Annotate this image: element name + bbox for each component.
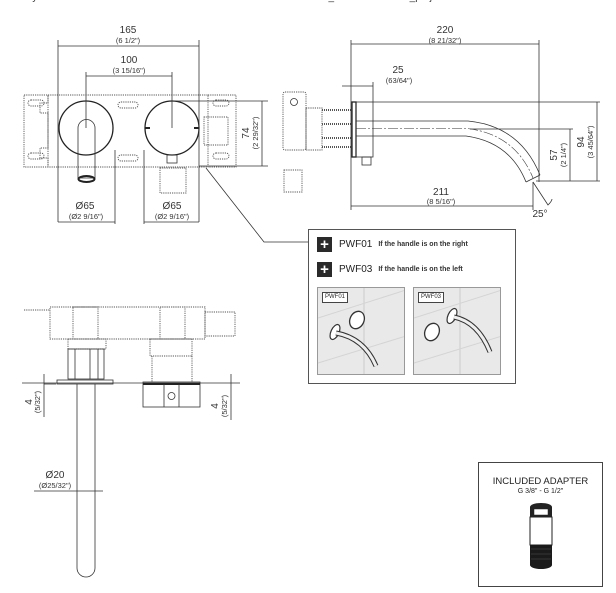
dim-57: 57 (549, 149, 560, 161)
adapter-spec: G 3/8" - G 1/2" (517, 488, 564, 495)
option-code: PWF01 (339, 238, 373, 250)
handle-position-options: + PWF01 If the handle is on the right + … (308, 229, 516, 384)
dim-handle-plate-thickness-inch: (5/32") (220, 394, 229, 417)
dim-spout-plate-dia: Ø65 (76, 201, 95, 212)
adapter-icon (529, 503, 552, 569)
option-description: If the handle is on the left (378, 265, 463, 273)
dim-211-inch: (8 5/16") (427, 197, 456, 206)
dim-165-inch: (6 1/2") (116, 36, 141, 45)
dim-25: 25 (392, 65, 404, 76)
top-view: 4 (5/32") 4 (5/32") Ø20 (Ø25/32") (22, 306, 240, 578)
adapter-title: INCLUDED ADAPTER (492, 476, 589, 487)
mounting-ear-right (208, 94, 237, 168)
dim-handle-plate-dia-inch: (Ø2 9/16") (155, 212, 190, 221)
spout-top-edge (356, 120, 541, 176)
rough-in-box (47, 94, 209, 168)
rough-in-box-top (49, 306, 206, 340)
dim-211: 211 (433, 187, 449, 198)
option-code: PWF03 (339, 263, 373, 275)
dim-100-inch: (3 15/16") (113, 66, 146, 75)
spout-front (77, 119, 96, 179)
spout-bottom-edge (356, 135, 527, 183)
front-view: 165 (6 1/2") 100 (3 15/16") Ø65 (Ø2 9/16… (23, 25, 308, 243)
dim-spout-plate-dia-inch: (Ø2 9/16") (69, 212, 104, 221)
dim-220: 220 (437, 25, 454, 36)
faucet-illustration-handle-right (318, 288, 404, 374)
faucet-illustration-handle-left (414, 288, 500, 374)
plus-icon[interactable]: + (317, 236, 332, 252)
plus-icon[interactable]: + (317, 261, 332, 277)
dim-74: 74 (241, 127, 252, 139)
dim-165: 165 (120, 25, 137, 36)
thumbnail-tag: PWF03 (418, 292, 445, 303)
thumbnail-tag: PWF01 (322, 292, 349, 303)
dim-spout-dia-inch: (Ø25/32") (39, 481, 72, 490)
dim-angle: 25° (532, 209, 547, 220)
dim-94: 94 (576, 136, 587, 148)
included-adapter-box: INCLUDED ADAPTER G 3/8" - G 1/2" (478, 462, 603, 587)
spout-top (76, 384, 96, 578)
dim-handle-plate-thickness: 4 (210, 403, 221, 409)
dim-74-inch: (2 29/32") (251, 116, 260, 149)
option-pwf03[interactable]: + PWF03 If the handle is on the left (317, 261, 463, 277)
dim-spout-dia: Ø20 (46, 470, 65, 481)
wall-plate (351, 101, 357, 158)
dim-25-inch: (63/64") (386, 76, 413, 85)
dim-94-inch: (3 45/64") (586, 125, 595, 158)
dim-220-inch: (8 21/32") (429, 36, 462, 45)
option-pwf01[interactable]: + PWF01 If the handle is on the right (317, 236, 468, 252)
side-view: ="445" y="33" text-anchor="middle" data-… (0, 0, 600, 220)
dim-100: 100 (121, 55, 138, 66)
dim-spout-plate-thickness: 4 (24, 399, 35, 405)
svg-text:="445" y="33" text-anchor="mid: ="445" y="33" text-anchor="middle" data-… (0, 0, 599, 3)
dim-57-inch: (2 1/4") (559, 142, 568, 167)
dim-spout-plate-thickness-inch: (5/32") (33, 390, 42, 413)
leader-line (205, 167, 308, 243)
rough-in-body (282, 91, 307, 151)
thumbnail-pwf01: PWF01 (317, 287, 405, 375)
mounting-ear-left (23, 94, 49, 168)
option-description: If the handle is on the right (378, 240, 468, 248)
dim-handle-plate-dia: Ø65 (163, 201, 182, 212)
thumbnail-pwf03: PWF03 (413, 287, 501, 375)
